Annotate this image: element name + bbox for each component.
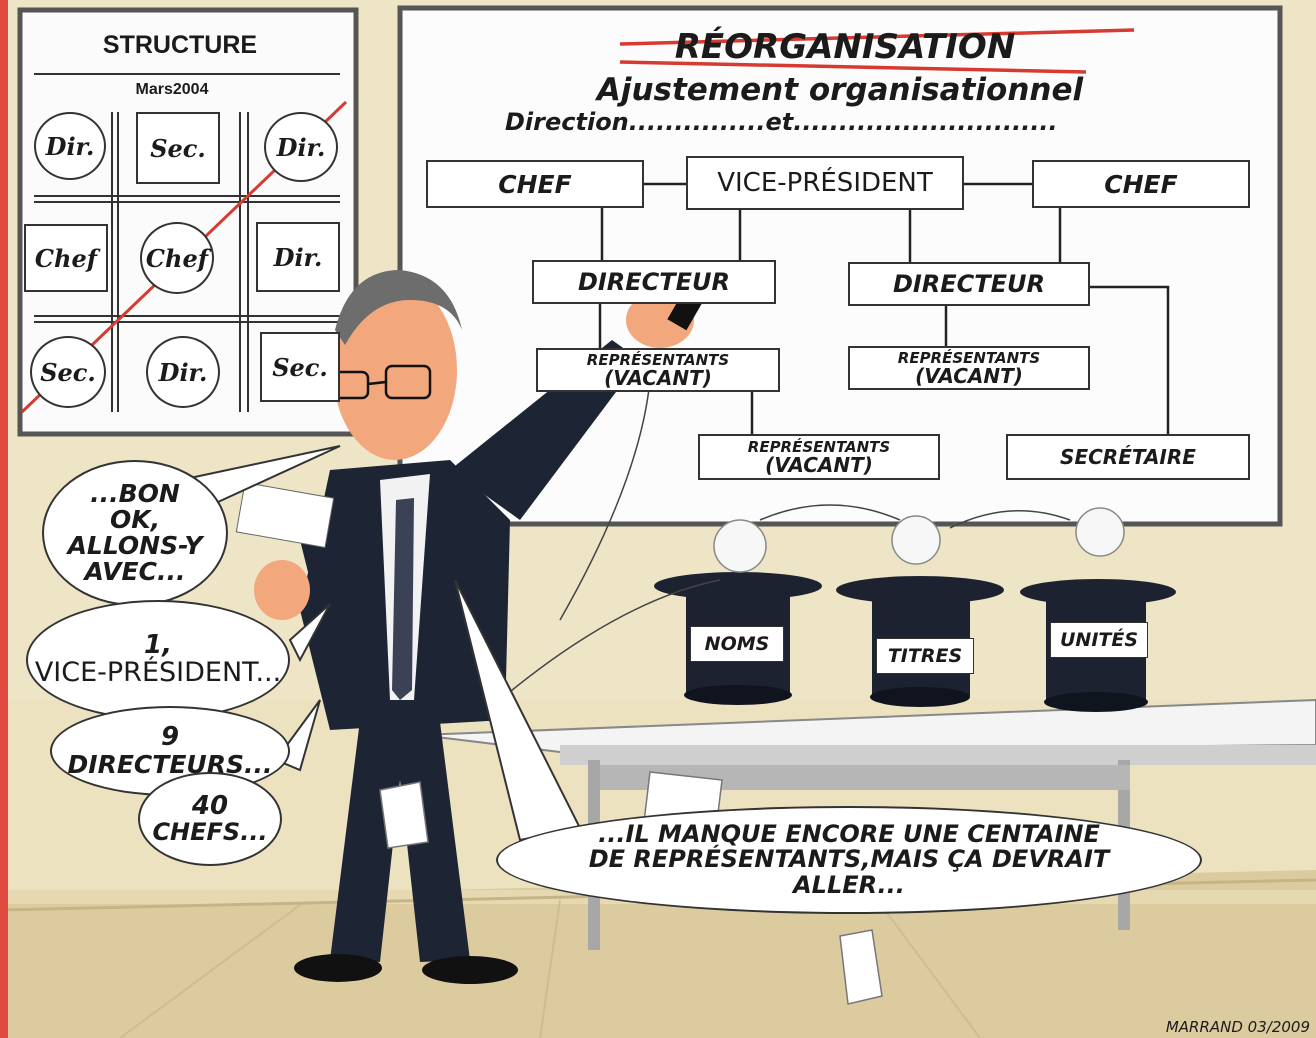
org-rep-left-line1: REPRÉSENTANTS [586, 350, 730, 369]
hat-label-titres: TITRES [876, 638, 974, 674]
structure-date: Mars2004 [135, 81, 209, 98]
org-box-chef-right: CHEF [1032, 160, 1250, 208]
speech-bubble-5: ...IL MANQUE ENCORE UNE CENTAINE DE REPR… [496, 806, 1202, 914]
structure-cell-r1c3: Dir. [264, 112, 338, 182]
red-strike-lines [619, 28, 1135, 74]
structure-cell-r3c1: Sec. [30, 336, 106, 408]
org-box-vice-president: VICE-PRÉSIDENT [686, 156, 964, 210]
smoke-puffs [713, 507, 1125, 573]
org-rep-right-line2: (VACANT) [915, 363, 1023, 388]
bubble-tails [187, 445, 582, 842]
org-box-chef-left: CHEF [426, 160, 644, 208]
org-box-directeur-right: DIRECTEUR [848, 262, 1090, 306]
org-rep-right-line1: REPRÉSENTANTS [897, 348, 1041, 367]
structure-cell-r2c3: Dir. [256, 222, 340, 292]
speech-bubble-2: 1, VICE-PRÉSIDENT... [26, 600, 290, 720]
speech-bubble-4: 40 CHEFS... [138, 772, 282, 866]
org-rep-bottom-line1: REPRÉSENTANTS [747, 437, 891, 456]
red-edge-bar [0, 0, 8, 1038]
speech-bubble-2-text: VICE-PRÉSIDENT... [34, 657, 282, 689]
artist-signature: MARRAND 03/2009 [1165, 1018, 1310, 1036]
struck-title: RÉORGANISATION [674, 27, 1016, 67]
speech-bubble-2-number: 1, [144, 630, 172, 661]
org-rep-bottom-line2: (VACANT) [765, 452, 873, 477]
structure-title: STRUCTURE [102, 31, 258, 59]
structure-cell-r3c2: Dir. [146, 336, 220, 408]
speech-bubble-3-number: 9 [160, 722, 180, 753]
hat-label-noms: NOMS [690, 626, 784, 662]
speech-bubble-1: ...BON OK, ALLONS-Y AVEC... [42, 460, 228, 606]
org-subtitle: Direction...............et..............… [505, 108, 1058, 136]
structure-cell-r1c2: Sec. [136, 112, 220, 184]
man-figure [235, 270, 715, 984]
org-rep-left-line2: (VACANT) [604, 365, 712, 390]
org-box-secretaire: SECRÉTAIRE [1006, 434, 1250, 480]
speech-bubble-4-number: 40 [191, 790, 229, 821]
structure-cell-r2c1: Chef [24, 224, 108, 292]
structure-cell-r3c3: Sec. [260, 332, 340, 402]
motion-trails [499, 379, 1071, 701]
table [419, 698, 1316, 950]
org-box-directeur-left: DIRECTEUR [532, 260, 776, 304]
structure-cell-r2c2: Chef [140, 222, 214, 294]
speech-bubble-4-text: CHEFS... [152, 818, 268, 847]
hat-label-unites: UNITÉS [1050, 622, 1148, 658]
speech-bubble-3-text: DIRECTEURS... [67, 749, 273, 779]
structure-cell-r1c1: Dir. [34, 112, 106, 180]
org-connectors [598, 182, 1170, 434]
org-title: Ajustement organisationnel [596, 72, 1084, 108]
org-box-rep-right: REPRÉSENTANTS (VACANT) [848, 346, 1090, 390]
org-box-rep-bottom: REPRÉSENTANTS (VACANT) [698, 434, 940, 480]
org-box-rep-left: REPRÉSENTANTS (VACANT) [536, 348, 780, 392]
